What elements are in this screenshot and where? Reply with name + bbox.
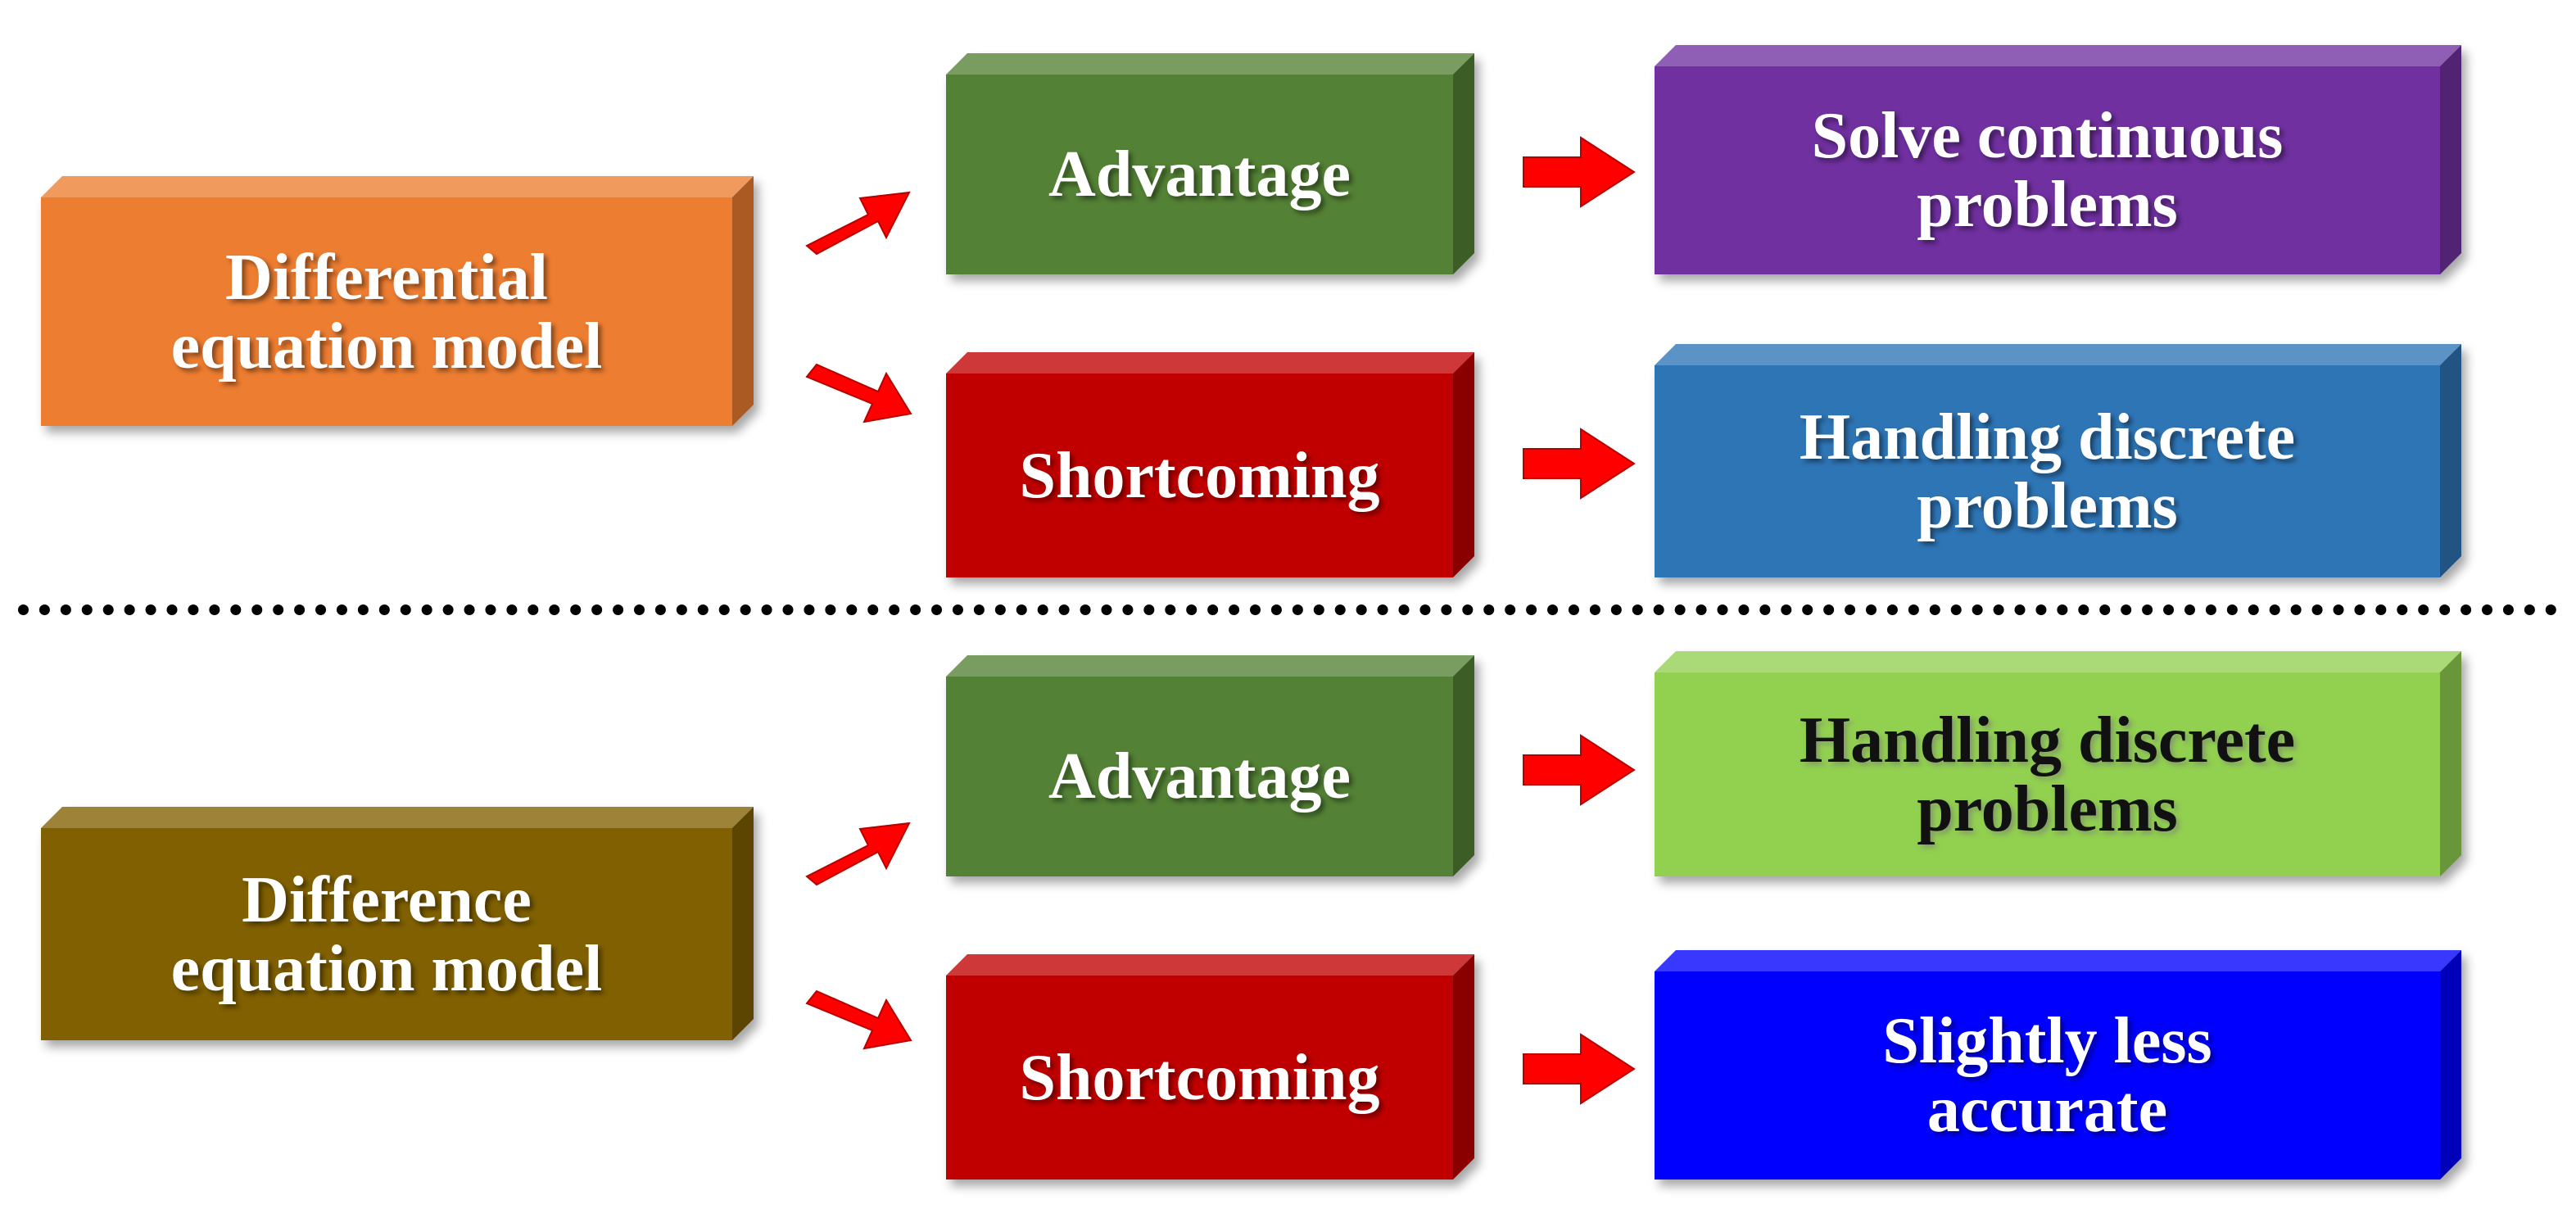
advantage-label-2: Advantage <box>1048 740 1351 813</box>
box-top-bevel <box>1655 45 2461 66</box>
box-side-bevel <box>732 807 754 1040</box>
shortcoming-label-1: Shortcoming <box>1019 439 1380 512</box>
box-side-bevel <box>1453 954 1474 1180</box>
difference-model-label: Difference equation model <box>170 863 603 1005</box>
advantage-box-2: Advantage <box>946 655 1474 876</box>
differential-model-face: Differential equation model <box>41 197 732 426</box>
box-side-bevel <box>2440 344 2461 577</box>
box-side-bevel <box>732 176 754 426</box>
box-side-bevel <box>2440 651 2461 876</box>
box-top-bevel <box>1655 344 2461 365</box>
shortcoming-result-face-2: Slightly less accurate <box>1655 971 2440 1180</box>
arrow-difference-to-shortcoming <box>805 989 912 1050</box>
shortcoming-result-label-1: Handling discrete problems <box>1799 401 2296 542</box>
advantage-face-1: Advantage <box>946 75 1453 274</box>
difference-model-box: Difference equation model <box>41 807 754 1040</box>
arrow-shortcoming-to-result-2 <box>1523 1033 1636 1105</box>
shortcoming-result-label-2: Slightly less accurate <box>1882 1005 2212 1146</box>
box-top-bevel <box>946 954 1474 976</box>
box-top-bevel <box>946 655 1474 677</box>
arrow-shortcoming-to-result-1 <box>1523 428 1636 500</box>
arrow-differential-to-shortcoming <box>805 363 912 423</box>
box-side-bevel <box>1453 655 1474 876</box>
advantage-result-face-1: Solve continuous problems <box>1655 66 2440 274</box>
advantage-result-face-2: Handling discrete problems <box>1655 672 2440 876</box>
arrow-difference-to-advantage <box>805 822 911 886</box>
box-side-bevel <box>2440 45 2461 274</box>
advantage-result-box-1: Solve continuous problems <box>1655 45 2461 274</box>
shortcoming-face-2: Shortcoming <box>946 976 1453 1180</box>
box-side-bevel <box>2440 950 2461 1180</box>
shortcoming-label-2: Shortcoming <box>1019 1041 1380 1114</box>
box-top-bevel <box>946 53 1474 75</box>
arrow-advantage-to-result-1 <box>1523 136 1636 208</box>
advantage-result-label-1: Solve continuous problems <box>1811 100 2284 241</box>
advantage-label-1: Advantage <box>1048 138 1351 211</box>
advantage-box-1: Advantage <box>946 53 1474 274</box>
box-top-bevel <box>946 352 1474 374</box>
advantage-face-2: Advantage <box>946 677 1453 876</box>
shortcoming-face-1: Shortcoming <box>946 374 1453 577</box>
box-side-bevel <box>1453 352 1474 577</box>
section-divider <box>18 604 2557 615</box>
advantage-result-box-2: Handling discrete problems <box>1655 651 2461 876</box>
box-top-bevel <box>1655 950 2461 971</box>
shortcoming-result-box-1: Handling discrete problems <box>1655 344 2461 577</box>
shortcoming-result-box-2: Slightly less accurate <box>1655 950 2461 1180</box>
box-top-bevel <box>41 807 754 828</box>
differential-model-box: Differential equation model <box>41 176 754 426</box>
differential-model-label: Differential equation model <box>170 241 603 383</box>
shortcoming-box-1: Shortcoming <box>946 352 1474 577</box>
box-top-bevel <box>1655 651 2461 672</box>
arrow-differential-to-advantage <box>805 191 911 256</box>
arrow-advantage-to-result-2 <box>1523 734 1636 806</box>
advantage-result-label-2: Handling discrete problems <box>1799 704 2296 845</box>
shortcoming-result-face-1: Handling discrete problems <box>1655 365 2440 577</box>
box-top-bevel <box>41 176 754 197</box>
box-side-bevel <box>1453 53 1474 274</box>
shortcoming-box-2: Shortcoming <box>946 954 1474 1180</box>
difference-model-face: Difference equation model <box>41 828 732 1040</box>
